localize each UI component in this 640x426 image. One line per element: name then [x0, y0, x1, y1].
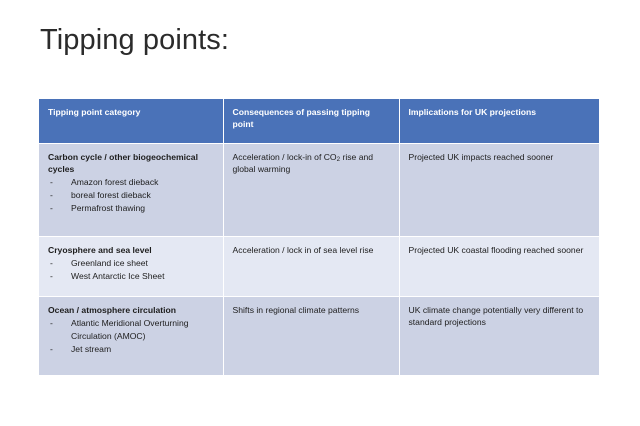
dash-bullet-icon: -: [50, 317, 53, 328]
cell-category: Cryosphere and sea level - Greenland ice…: [39, 236, 224, 297]
consequences-text: Acceleration / lock-in of CO2 rise and g…: [233, 151, 390, 176]
cell-consequences: Acceleration / lock-in of CO2 rise and g…: [222, 143, 400, 237]
cell-consequences: Shifts in regional climate patterns: [222, 296, 400, 376]
consequences-text-pre: Acceleration / lock-in of CO: [232, 151, 337, 162]
tipping-points-table: Tipping point category Consequences of p…: [39, 99, 599, 376]
consequences-text: Shifts in regional climate patterns: [232, 304, 360, 315]
implications-text: UK climate change potentially very diffe…: [408, 304, 584, 327]
list-item: - West Antarctic Ice Sheet: [48, 270, 214, 283]
dash-bullet-icon: -: [50, 270, 53, 281]
dash-bullet-icon: -: [50, 257, 53, 268]
category-title: Carbon cycle / other biogeochemical cycl…: [48, 151, 198, 174]
category-title: Cryosphere and sea level: [48, 244, 152, 255]
list-item-label: Permafrost thawing: [71, 203, 146, 214]
list-item: - boreal forest dieback: [48, 189, 214, 202]
list-item-label: Greenland ice sheet: [71, 257, 148, 268]
category-bullet-list: - Amazon forest dieback - boreal forest …: [48, 176, 214, 215]
column-header-implications: Implications for UK projections: [398, 99, 599, 144]
list-item: - Atlantic Meridional Overturning Circul…: [48, 317, 214, 343]
list-item: - Permafrost thawing: [48, 202, 214, 215]
category-bullet-list: - Atlantic Meridional Overturning Circul…: [48, 317, 214, 356]
cell-category: Carbon cycle / other biogeochemical cycl…: [39, 143, 224, 237]
consequences-text-post: rise and global warming: [232, 151, 374, 174]
list-item-label: Amazon forest dieback: [71, 177, 159, 188]
category-bullet-list: - Greenland ice sheet - West Antarctic I…: [48, 257, 214, 283]
column-header-consequences: Consequences of passing tipping point: [222, 99, 400, 144]
page-title: Tipping points:: [40, 24, 230, 56]
table-row: Carbon cycle / other biogeochemical cycl…: [39, 143, 599, 237]
list-item-label: West Antarctic Ice Sheet: [71, 270, 165, 281]
list-item-label: Atlantic Meridional Overturning Circulat…: [71, 317, 189, 341]
list-item: - Greenland ice sheet: [48, 257, 214, 270]
cell-implications: UK climate change potentially very diffe…: [398, 296, 599, 376]
cell-implications: Projected UK impacts reached sooner: [398, 143, 599, 237]
category-title: Ocean / atmosphere circulation: [48, 304, 176, 315]
list-item-label: boreal forest dieback: [71, 190, 151, 201]
consequences-text: Acceleration / lock in of sea level rise: [232, 244, 374, 255]
cell-category: Ocean / atmosphere circulation - Atlanti…: [39, 296, 224, 376]
column-header-category: Tipping point category: [39, 99, 224, 144]
dash-bullet-icon: -: [50, 343, 53, 354]
implications-text: Projected UK impacts reached sooner: [408, 151, 554, 162]
table-header: Tipping point category Consequences of p…: [39, 99, 599, 144]
dash-bullet-icon: -: [50, 190, 53, 201]
cell-consequences: Acceleration / lock in of sea level rise: [222, 236, 400, 297]
table-header-row: Tipping point category Consequences of p…: [39, 99, 599, 144]
subscript-two: 2: [336, 155, 341, 163]
dash-bullet-icon: -: [50, 203, 53, 214]
table-row: Cryosphere and sea level - Greenland ice…: [39, 236, 599, 297]
list-item: - Jet stream: [48, 343, 214, 356]
implications-text: Projected UK coastal flooding reached so…: [408, 244, 584, 255]
cell-implications: Projected UK coastal flooding reached so…: [398, 236, 599, 297]
list-item: - Amazon forest dieback: [48, 176, 214, 189]
table-body: Carbon cycle / other biogeochemical cycl…: [39, 143, 599, 376]
dash-bullet-icon: -: [50, 177, 53, 188]
list-item-label: Jet stream: [71, 343, 112, 354]
table-row: Ocean / atmosphere circulation - Atlanti…: [39, 296, 599, 376]
